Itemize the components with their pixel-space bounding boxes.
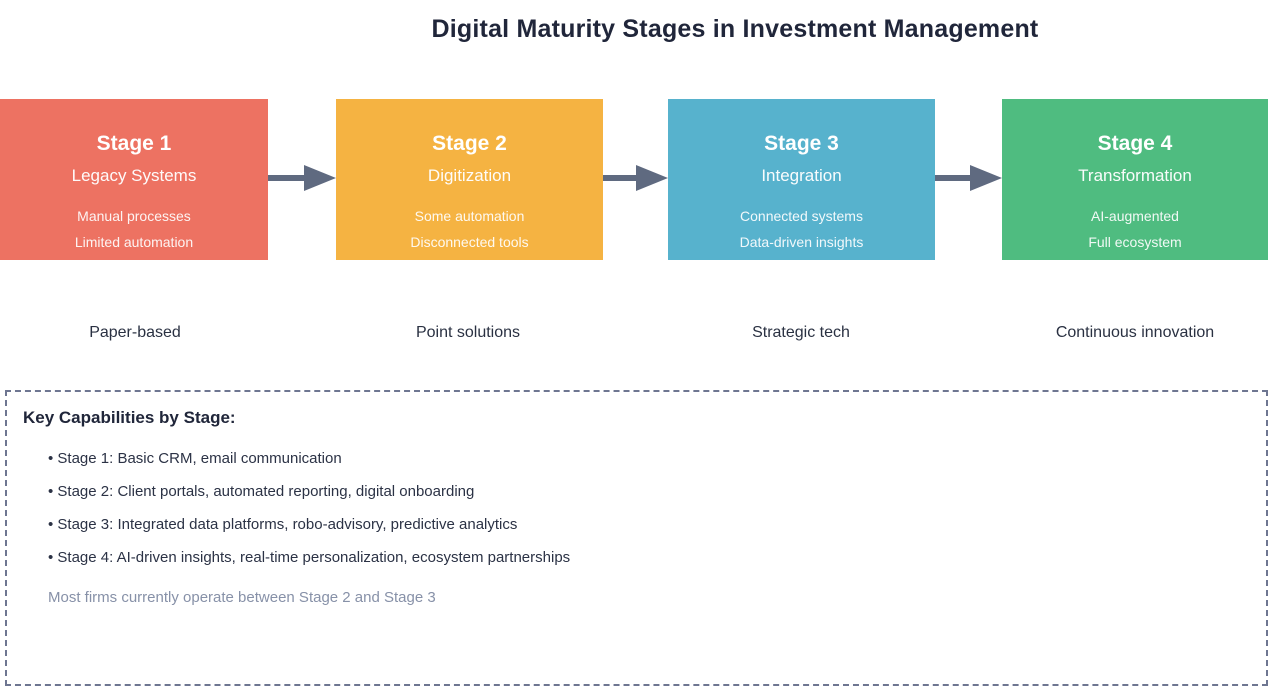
- stage-details: Some automation Disconnected tools: [410, 203, 528, 255]
- stage-label-1: Paper-based: [89, 324, 181, 341]
- arrow-icon: [935, 165, 1002, 191]
- arrow-shaft: [935, 175, 972, 181]
- arrow-icon: [268, 165, 336, 191]
- arrow-head: [970, 165, 1002, 191]
- stage-subtitle: Legacy Systems: [71, 166, 197, 185]
- capability-item: • Stage 1: Basic CRM, email communicatio…: [48, 450, 342, 467]
- stage-details: Connected systems Data-driven insights: [740, 203, 864, 255]
- stage-detail: Data-driven insights: [739, 234, 864, 250]
- stage-box-4: Stage 4 Transformation AI-augmented Full…: [1002, 99, 1268, 260]
- stage-title: Stage 4: [1097, 132, 1173, 155]
- stage-title: Stage 1: [96, 132, 172, 155]
- arrow-head: [304, 165, 336, 191]
- arrow-icon: [603, 165, 668, 191]
- stage-detail: Full ecosystem: [1088, 234, 1182, 250]
- capability-item: • Stage 3: Integrated data platforms, ro…: [48, 516, 518, 533]
- stage-detail: Connected systems: [740, 208, 863, 224]
- stage-subtitle: Transformation: [1078, 166, 1192, 185]
- capabilities-panel: Key Capabilities by Stage: • Stage 1: Ba…: [5, 390, 1268, 686]
- stage-detail: Manual processes: [77, 208, 191, 224]
- capabilities-note: Most firms currently operate between Sta…: [48, 589, 436, 606]
- arrow-shaft: [603, 175, 638, 181]
- stage-box-2: Stage 2 Digitization Some automation Dis…: [336, 99, 603, 260]
- stage-subtitle: Integration: [761, 166, 842, 185]
- stage-box-3: Stage 3 Integration Connected systems Da…: [668, 99, 935, 260]
- stage-detail: Disconnected tools: [410, 234, 529, 250]
- capability-item: • Stage 4: AI-driven insights, real-time…: [48, 549, 571, 566]
- stage-detail: Some automation: [414, 208, 525, 224]
- stage-box-1: Stage 1 Legacy Systems Manual processes …: [0, 99, 268, 260]
- arrow-head: [636, 165, 668, 191]
- stage-details: AI-augmented Full ecosystem: [1088, 203, 1181, 255]
- stage-subtitle: Digitization: [427, 166, 512, 185]
- stage-label-3: Strategic tech: [752, 324, 850, 341]
- stage-detail: AI-augmented: [1091, 208, 1179, 224]
- stage-details: Manual processes Limited automation: [75, 203, 193, 255]
- stage-label-2: Point solutions: [415, 324, 521, 341]
- capabilities-heading: Key Capabilities by Stage:: [23, 408, 236, 427]
- stage-title: Stage 3: [764, 132, 839, 155]
- stage-detail: Limited automation: [74, 234, 194, 250]
- stage-title: Stage 2: [432, 132, 507, 155]
- arrow-shaft: [268, 175, 306, 181]
- capability-item: • Stage 2: Client portals, automated rep…: [48, 483, 475, 500]
- capabilities-list: • Stage 1: Basic CRM, email communicatio…: [48, 450, 1266, 567]
- page-title: Digital Maturity Stages in Investment Ma…: [431, 14, 1039, 43]
- stage-label-4: Continuous innovation: [1055, 324, 1215, 341]
